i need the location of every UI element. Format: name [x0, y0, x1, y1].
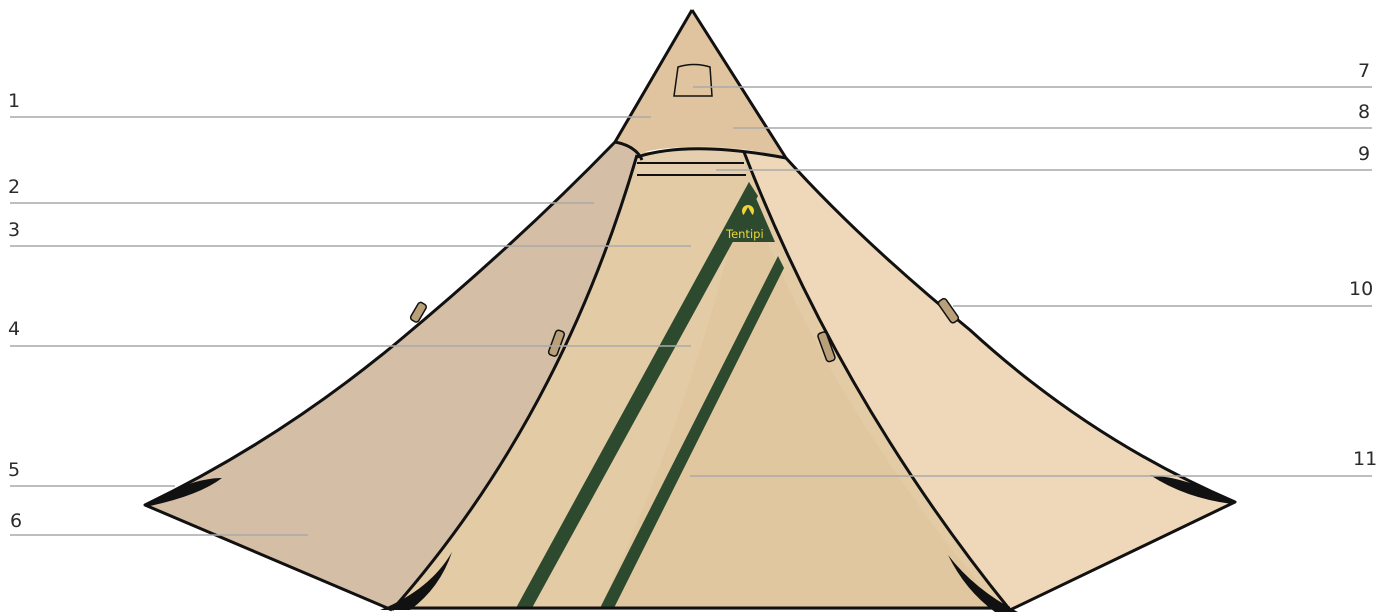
smoke-hood [674, 65, 712, 97]
callout-4: 4 [8, 318, 20, 340]
brand-logo-text: Tentipi [725, 227, 764, 241]
callout-7: 7 [1358, 60, 1370, 82]
tent-illustration: Tentipi [145, 10, 1235, 612]
callout-3: 3 [8, 219, 20, 241]
callout-8: 8 [1358, 101, 1370, 123]
callout-2: 2 [8, 176, 20, 198]
callout-1: 1 [8, 90, 20, 112]
callout-5: 5 [8, 459, 20, 481]
callout-9: 9 [1358, 143, 1370, 165]
callout-6: 6 [10, 510, 22, 532]
callout-11: 11 [1353, 448, 1377, 470]
callout-10: 10 [1349, 278, 1373, 300]
